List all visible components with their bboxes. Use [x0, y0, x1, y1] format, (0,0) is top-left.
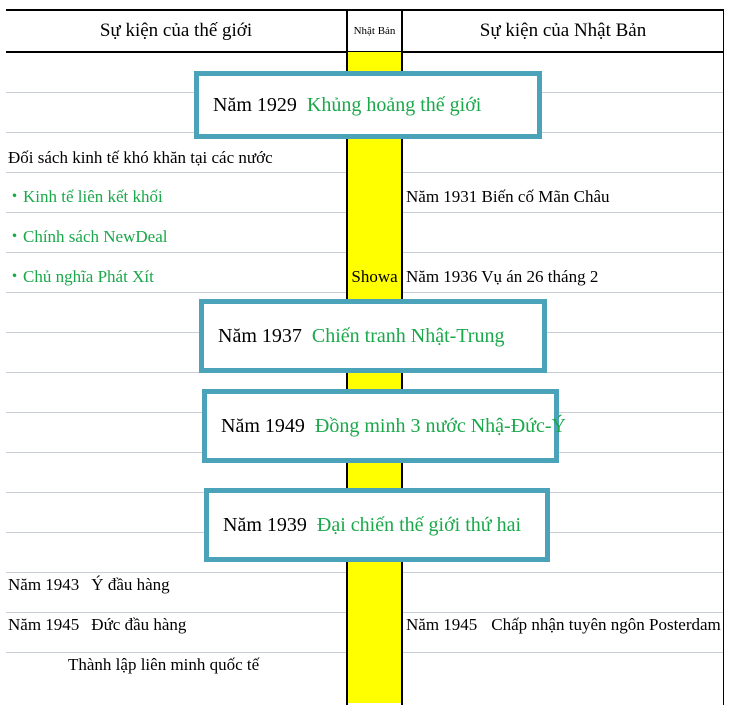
world-event-1943: Năm 1943 Ý đầu hàng [8, 575, 170, 595]
japan-event-1931: Năm 1931 Biến cố Mãn Châu [406, 187, 610, 206]
bullet-mark: ・ [6, 187, 23, 206]
event-box-1937: Năm 1937 Chiến tranh Nhật-Trung [199, 299, 547, 373]
table-top-border [6, 9, 724, 11]
box-year: Năm 1937 [218, 324, 302, 347]
bullet-mark: ・ [6, 227, 23, 246]
event-box-1949: Năm 1949 Đồng minh 3 nước Nhậ-Đức-Ý [202, 389, 566, 463]
box-event: Đại chiến thế giới thứ hai [316, 513, 522, 536]
box-year: Năm 1929 [213, 93, 297, 116]
event-text: Đức đầu hàng [91, 615, 187, 634]
header-world-events: Sự kiện của thế giới [99, 20, 253, 41]
world-league: Thành lập liên minh quốc tế [68, 655, 260, 674]
event-box-1939: Năm 1939 Đại chiến thế giới thứ hai [204, 488, 550, 562]
world-event-1945: Năm 1945 Đức đầu hàng [8, 615, 186, 635]
era-label-showa: Showa [351, 267, 398, 286]
box-event: Chiến tranh Nhật-Trung [311, 324, 505, 347]
table-right-border [723, 9, 724, 705]
header-japan-era: Nhật Bản [353, 25, 396, 37]
event-box-1929: Năm 1929 Khủng hoảng thế giới [194, 71, 542, 139]
event-year: Năm 1945 [406, 615, 478, 634]
bullet-text: Kinh tế liên kết khối [23, 187, 163, 206]
header-japan-events: Sự kiện của Nhật Bản [479, 20, 647, 41]
bullet-text: Chính sách NewDeal [23, 227, 168, 246]
bullet-text: Chủ nghĩa Phát Xít [23, 267, 154, 286]
event-year: Năm 1943 [8, 575, 80, 594]
japan-event-1945: Năm 1945 Chấp nhận tuyên ngôn Posterdam [406, 615, 721, 635]
box-year: Năm 1939 [223, 513, 307, 536]
world-policy-heading: Đối sách kinh tế khó khăn tại các nước [8, 148, 273, 167]
box-year: Năm 1949 [221, 414, 305, 437]
event-year: Năm 1945 [8, 615, 80, 634]
era-column [347, 52, 402, 703]
box-event: Khủng hoảng thế giới [306, 93, 482, 116]
bullet-mark: ・ [6, 267, 23, 286]
world-bullet-item: ・Chủ nghĩa Phát Xít [6, 267, 154, 287]
event-text: Chấp nhận tuyên ngôn Posterdam [491, 615, 721, 634]
world-bullet-item: ・Chính sách NewDeal [6, 227, 167, 247]
world-bullet-item: ・Kinh tế liên kết khối [6, 187, 163, 207]
japan-event-1936: Năm 1936 Vụ án 26 tháng 2 [406, 267, 599, 286]
event-text: Ý đầu hàng [91, 575, 170, 594]
box-event: Đồng minh 3 nước Nhậ-Đức-Ý [314, 414, 566, 437]
